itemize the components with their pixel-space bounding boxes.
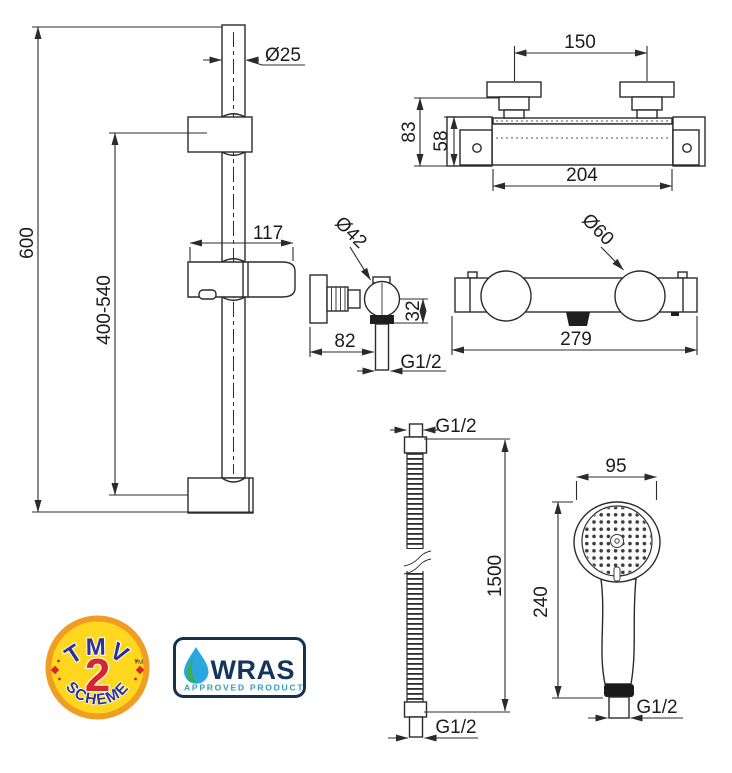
- wras-subtitle: APPROVED PRODUCT: [184, 683, 304, 693]
- right-control-knob: [614, 270, 666, 322]
- tmv2-scheme-logo: TMV 2 SCHEME TM: [45, 615, 150, 720]
- valve-outlet: [566, 312, 590, 326]
- valve-top-view-drawing: [446, 81, 706, 167]
- handset-connector: [604, 684, 634, 697]
- valve-front-view-drawing: [454, 270, 698, 326]
- handset-dimensions: 95 240 G1/2: [531, 456, 683, 722]
- dim-head-diameter: 95: [605, 456, 626, 477]
- tmv2-number: 2: [85, 649, 111, 701]
- dim-hose-bottom-thread: G1/2: [435, 717, 476, 738]
- dim-elbow-width: 82: [334, 331, 355, 352]
- dim-valve-depth: 83: [399, 121, 420, 142]
- dim-inlet-centres: 150: [564, 32, 596, 53]
- handset-drawing: [573, 501, 661, 719]
- wras-logo: WRAS APPROVED PRODUCT: [173, 637, 306, 698]
- dim-rail-height: 600: [17, 227, 38, 259]
- tmv2-face: [51, 621, 144, 714]
- dim-plate-depth: 58: [431, 130, 452, 151]
- wras-border: [173, 637, 306, 698]
- dim-elbow-drop: 32: [403, 300, 424, 321]
- elbow-nut: [370, 315, 394, 324]
- dim-holder-width: 117: [253, 223, 283, 244]
- hose-drawing: [401, 423, 432, 738]
- tmv2-trademark: TM: [134, 659, 143, 666]
- valve-top-view-dimensions: 150 83 58 204: [399, 32, 673, 191]
- hose-dimensions: G1/2 1500 G1/2: [388, 416, 510, 742]
- right-screw-hole: [682, 143, 692, 153]
- dim-rail-diameter: Ø25: [265, 45, 301, 66]
- dim-handset-length: 240: [531, 586, 552, 618]
- holder-lock-lever: [198, 289, 217, 300]
- dim-hose-top-thread: G1/2: [435, 416, 476, 437]
- left-screw-hole: [472, 143, 482, 153]
- dim-hose-length: 1500: [485, 555, 506, 597]
- dim-rail-adjust-range: 400-540: [94, 275, 115, 345]
- dim-body-width: 204: [566, 165, 598, 186]
- handset-handle: [600, 578, 637, 685]
- slide-rail-dimensions: Ø25 600 400-540 117: [17, 26, 305, 513]
- wall-elbow-drawing: [309, 274, 401, 371]
- wras-name: WRAS: [211, 655, 296, 685]
- left-control-knob: [480, 270, 532, 322]
- dim-handset-thread: G1/2: [636, 697, 677, 718]
- slide-rail-drawing: [187, 24, 296, 514]
- dim-valve-width: 279: [560, 329, 592, 350]
- dim-elbow-thread: G1/2: [400, 352, 441, 373]
